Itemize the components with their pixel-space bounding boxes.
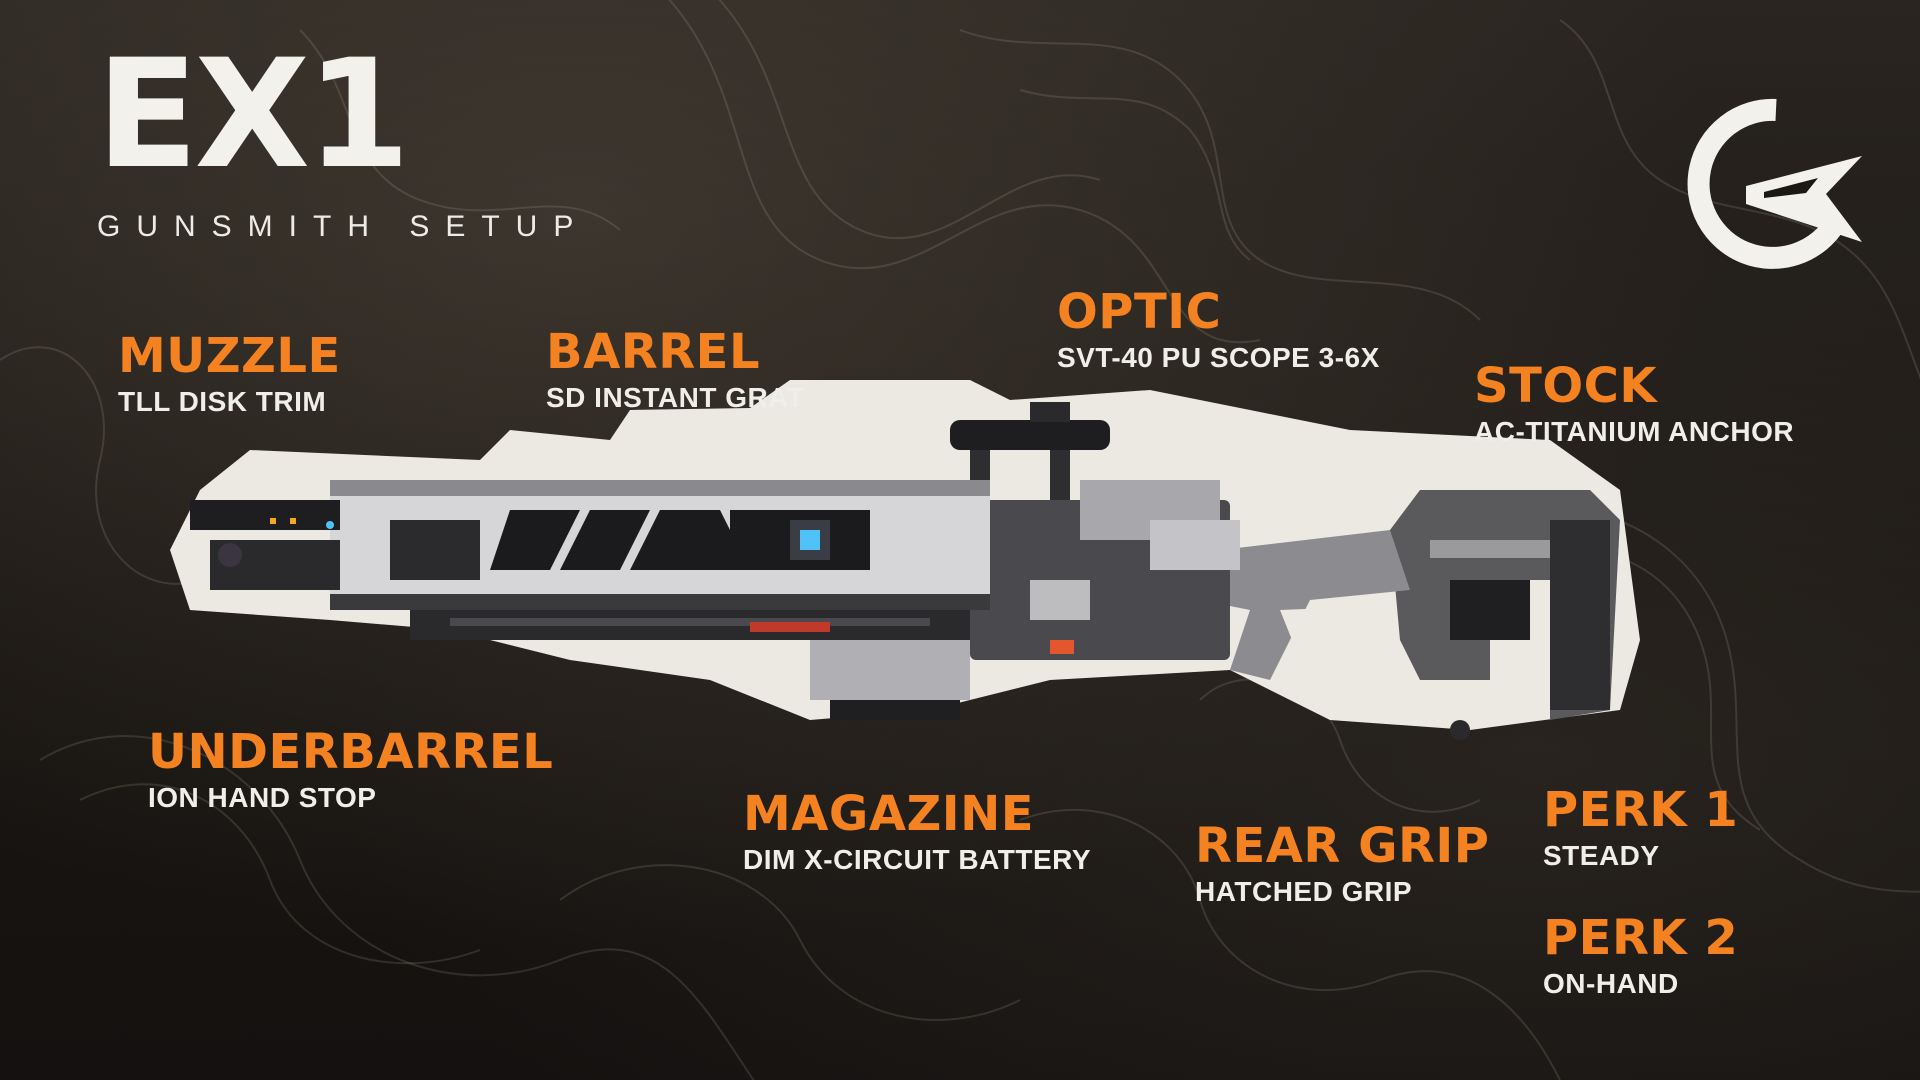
part-underbarrel: UNDERBARREL ION HAND STOP <box>148 726 553 814</box>
part-rear-grip: REAR GRIP HATCHED GRIP <box>1195 820 1489 908</box>
part-value: STEADY <box>1543 840 1660 871</box>
part-optic: OPTIC SVT-40 PU SCOPE 3-6X <box>1057 286 1380 374</box>
part-perk-2: PERK 2 ON-HAND <box>1543 912 1738 1000</box>
part-label: UNDERBARREL <box>148 724 554 780</box>
part-barrel: BARREL SD INSTANT GRAT <box>546 326 804 414</box>
part-value: ION HAND STOP <box>148 782 377 813</box>
part-magazine: MAGAZINE DIM X-CIRCUIT BATTERY <box>743 788 1091 876</box>
part-perk-1: PERK 1 STEADY <box>1543 784 1738 872</box>
part-label: BARREL <box>546 324 761 380</box>
part-label: MUZZLE <box>118 328 341 384</box>
part-value: TLL DISK TRIM <box>118 386 327 417</box>
part-label: STOCK <box>1474 358 1658 414</box>
part-muzzle: MUZZLE TLL DISK TRIM <box>118 330 341 418</box>
part-value: SVT-40 PU SCOPE 3-6X <box>1057 342 1380 373</box>
part-stock: STOCK AC-TITANIUM ANCHOR <box>1474 360 1794 448</box>
page-title: EX1 <box>96 28 410 202</box>
part-value: ON-HAND <box>1543 968 1679 999</box>
part-label: PERK 1 <box>1543 782 1739 838</box>
part-value: HATCHED GRIP <box>1195 876 1413 907</box>
part-value: SD INSTANT GRAT <box>546 382 805 413</box>
part-value: AC-TITANIUM ANCHOR <box>1474 416 1795 447</box>
part-label: OPTIC <box>1057 284 1222 340</box>
part-value: DIM X-CIRCUIT BATTERY <box>743 844 1092 875</box>
weapon-illustration <box>170 380 1640 740</box>
part-label: PERK 2 <box>1543 910 1739 966</box>
ec-logo-icon <box>1687 98 1862 269</box>
part-label: MAGAZINE <box>743 786 1035 842</box>
page-subtitle: GUNSMITH SETUP <box>97 210 590 243</box>
part-label: REAR GRIP <box>1195 818 1490 874</box>
